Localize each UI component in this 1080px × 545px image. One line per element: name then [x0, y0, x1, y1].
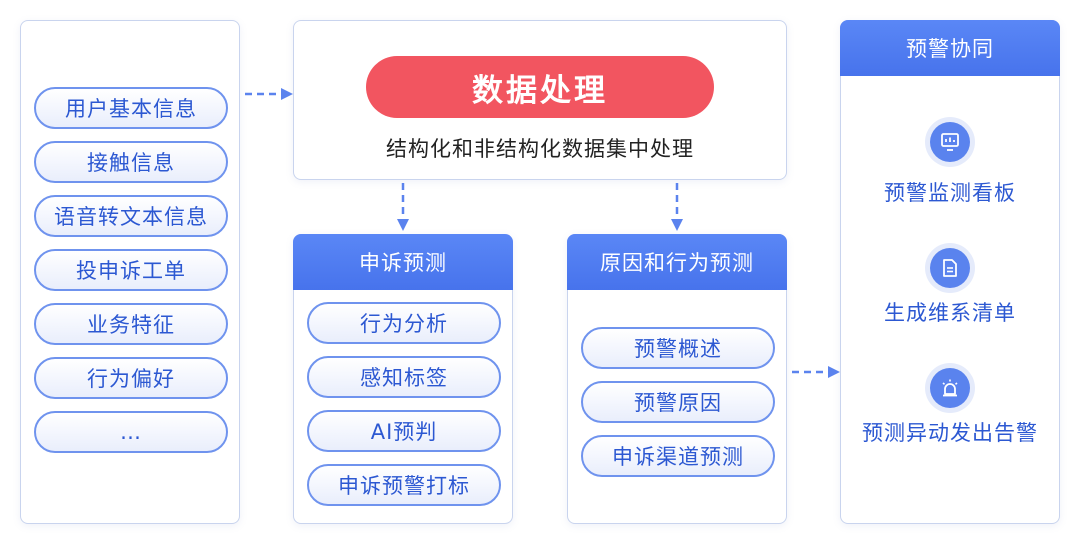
arrowhead-icon [828, 366, 840, 378]
warning-collab-header: 预警协同 [840, 20, 1060, 76]
source-item[interactable]: 投申诉工单 [34, 249, 228, 291]
warning-item-label[interactable]: 预测异动发出告警 [862, 421, 1038, 445]
source-item[interactable]: 接触信息 [34, 141, 228, 183]
data-processing-subtitle: 结构化和非结构化数据集中处理 [386, 137, 694, 161]
dashboard-icon [930, 122, 970, 162]
data-processing-title[interactable]: 数据处理 [366, 56, 714, 118]
warning-item-label[interactable]: 预警监测看板 [884, 181, 1016, 205]
source-item[interactable]: 行为偏好 [34, 357, 228, 399]
cause-item[interactable]: 申诉渠道预测 [581, 435, 775, 477]
alarm-icon [930, 368, 970, 408]
source-item-more[interactable]: … [34, 411, 228, 453]
arrowhead-icon [281, 88, 293, 100]
arrowhead-icon [397, 219, 409, 231]
source-item[interactable]: 用户基本信息 [34, 87, 228, 129]
complaint-prediction-panel: 申诉预测 行为分析 感知标签 AI预判 申诉预警打标 [293, 234, 513, 524]
source-item[interactable]: 业务特征 [34, 303, 228, 345]
complaint-item[interactable]: AI预判 [307, 410, 501, 452]
source-panel: 用户基本信息 接触信息 语音转文本信息 投申诉工单 业务特征 行为偏好 … [20, 20, 240, 524]
cause-item[interactable]: 预警概述 [581, 327, 775, 369]
warning-item-label[interactable]: 生成维系清单 [884, 301, 1016, 325]
warning-collab-panel: 预警协同 预警监测看板 生成维系清单 预测异动发出告警 [840, 20, 1060, 524]
arrowhead-icon [671, 219, 683, 231]
complaint-prediction-header: 申诉预测 [293, 234, 513, 290]
source-item[interactable]: 语音转文本信息 [34, 195, 228, 237]
cause-prediction-header: 原因和行为预测 [567, 234, 787, 290]
complaint-item[interactable]: 行为分析 [307, 302, 501, 344]
complaint-item[interactable]: 感知标签 [307, 356, 501, 398]
cause-prediction-panel: 原因和行为预测 预警概述 预警原因 申诉渠道预测 [567, 234, 787, 524]
cause-item[interactable]: 预警原因 [581, 381, 775, 423]
document-icon [930, 248, 970, 288]
complaint-item[interactable]: 申诉预警打标 [307, 464, 501, 506]
data-processing-panel: 数据处理 结构化和非结构化数据集中处理 [293, 20, 787, 180]
